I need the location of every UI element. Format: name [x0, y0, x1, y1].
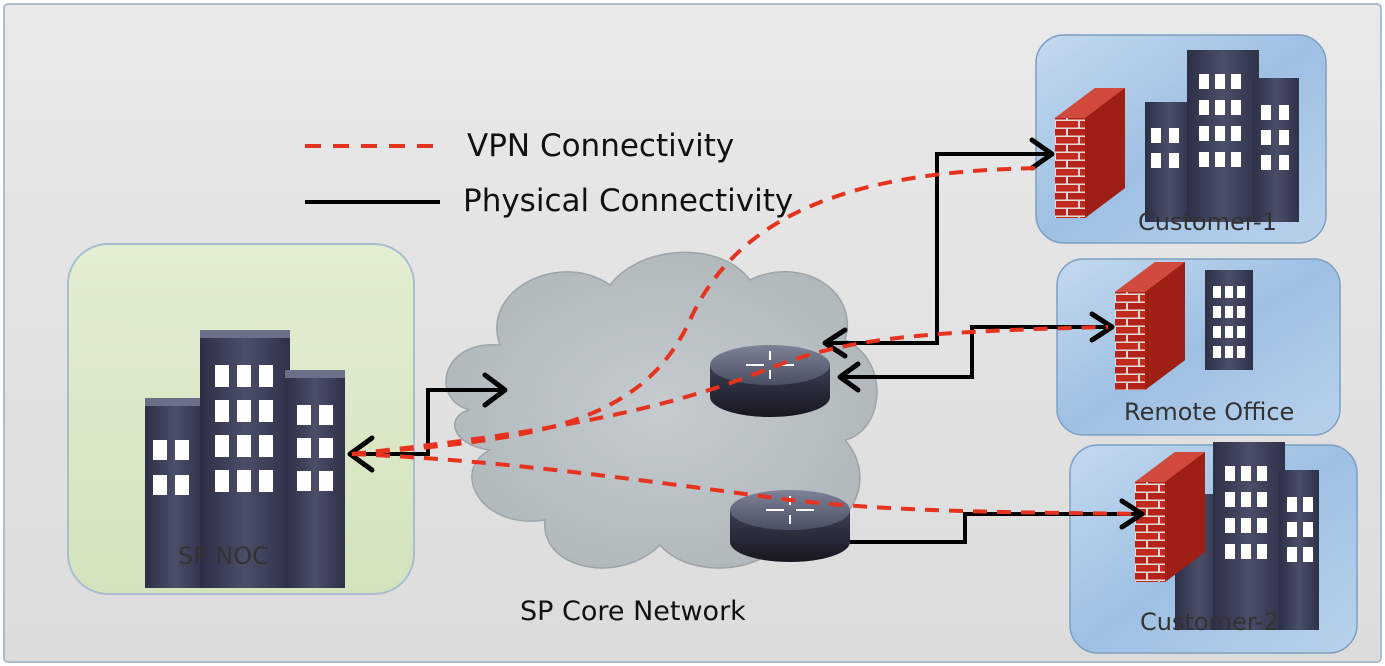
customer1-label: Customer-1: [1138, 208, 1277, 236]
noc-label: SP NOC: [178, 542, 269, 570]
arrowhead: [1119, 498, 1145, 530]
vpn-link-customer1: [351, 166, 1046, 456]
building-icon: [1205, 270, 1253, 370]
arrowhead: [1029, 137, 1055, 171]
vpn-link-remote-office: [351, 325, 1109, 456]
core-network-label: SP Core Network: [520, 596, 746, 627]
firewall-icon: [1135, 452, 1205, 582]
customer2-label: Customer-2: [1140, 608, 1279, 636]
firewall-icon: [1055, 88, 1125, 218]
router-icon: [730, 490, 850, 562]
vpn-links: [351, 166, 1141, 516]
arrowhead: [347, 435, 375, 473]
firewall-icon: [1115, 262, 1185, 390]
arrowhead: [1089, 311, 1115, 343]
arrowhead: [822, 327, 848, 359]
legend-vpn-label: VPN Connectivity: [467, 128, 734, 164]
arrowhead: [482, 372, 508, 408]
building-icon: [145, 330, 345, 588]
router-icon: [710, 345, 830, 417]
building-icon: [1145, 50, 1299, 222]
arrowheads: [347, 137, 1145, 530]
physical-link-customer1: [825, 152, 1050, 345]
legend-physical-label: Physical Connectivity: [463, 183, 793, 219]
remote-office-label: Remote Office: [1124, 398, 1294, 426]
cloud-icon: [445, 251, 878, 569]
vpn-link-customer2: [351, 452, 1141, 516]
arrowhead: [837, 361, 861, 393]
